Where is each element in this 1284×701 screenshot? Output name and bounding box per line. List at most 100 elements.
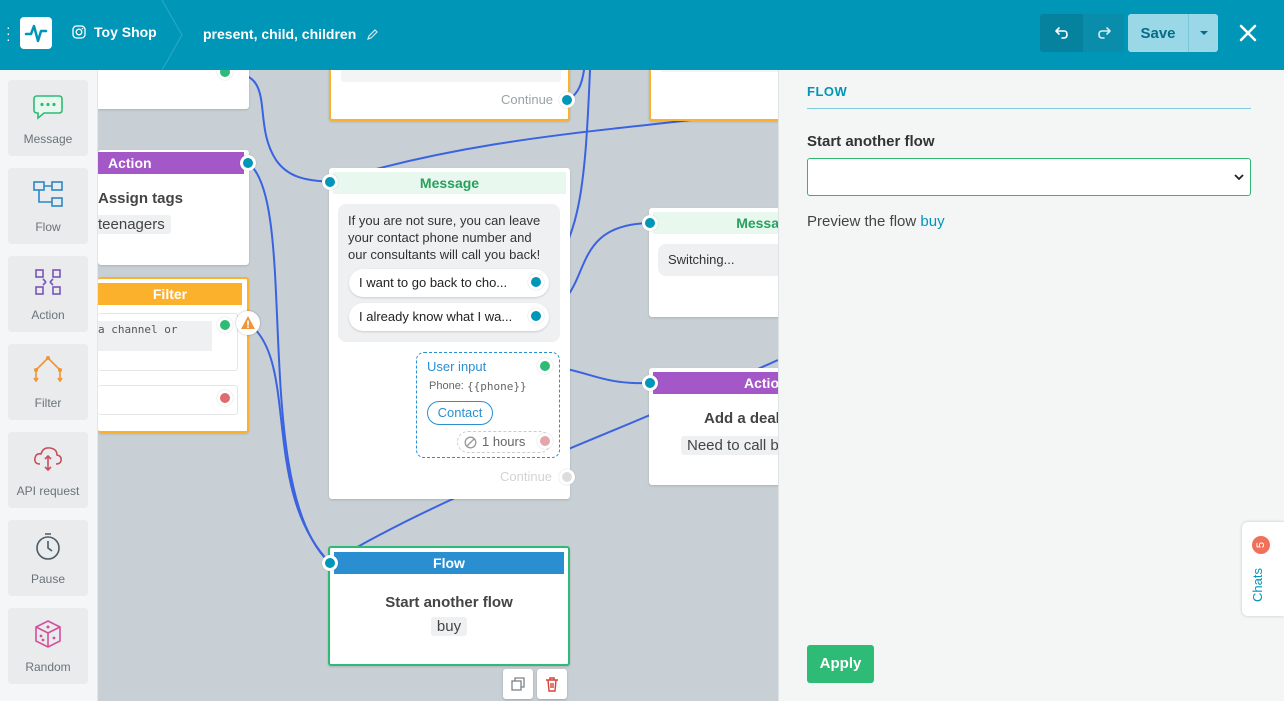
tool-flow[interactable]: Flow: [8, 168, 88, 244]
instagram-icon: [72, 25, 86, 39]
tool-label: Flow: [35, 220, 61, 234]
output-port[interactable]: [217, 70, 233, 80]
input-port[interactable]: [322, 555, 338, 571]
input-port[interactable]: [642, 215, 658, 231]
save-button[interactable]: Save: [1128, 14, 1188, 52]
tool-message[interactable]: Message: [8, 80, 88, 156]
quick-reply-button[interactable]: I already know what I wa...: [349, 303, 549, 331]
app-logo[interactable]: [20, 17, 52, 49]
caret-down-icon: [1199, 31, 1208, 35]
right-message-header: Messa: [653, 212, 778, 234]
divider: [807, 108, 1251, 109]
chats-count-badge: 5: [1252, 536, 1270, 554]
action-node-tag: teenagers: [92, 215, 171, 234]
flow-icon: [33, 181, 63, 207]
cloud-icon: [34, 447, 62, 472]
filter-false-port[interactable]: [217, 390, 233, 406]
action-icon: [35, 269, 61, 295]
filter-condition: a channel or: [98, 313, 238, 371]
tool-label: Action: [31, 308, 65, 322]
continue-label: Continue: [501, 92, 554, 107]
trash-icon: [546, 676, 558, 692]
continue-port[interactable]: [559, 469, 575, 485]
action-node[interactable]: Action Assign tags teenagers: [92, 150, 249, 265]
save-options-button[interactable]: [1188, 14, 1218, 52]
tool-label: API request: [16, 484, 80, 498]
preview-text: Preview the flow buy: [807, 213, 945, 230]
shop-name: Toy Shop: [94, 24, 157, 40]
tool-filter[interactable]: Filter: [8, 344, 88, 420]
phone-label: Phone:: [429, 380, 464, 392]
action-node-title: Assign tags: [98, 190, 184, 207]
flow-select[interactable]: [807, 158, 1251, 196]
tool-action[interactable]: Action: [8, 256, 88, 332]
user-input-port[interactable]: [537, 358, 553, 374]
filter-node-header: Filter: [98, 283, 242, 305]
breadcrumb-separator: [161, 0, 183, 70]
node-top-middle[interactable]: Continue: [329, 70, 570, 121]
flow-node-tag-wrap: buy: [330, 617, 568, 636]
flow-title[interactable]: present, child, children: [203, 26, 379, 42]
tool-label: Random: [25, 660, 71, 674]
redo-button[interactable]: [1083, 14, 1124, 52]
copy-node-button[interactable]: [503, 669, 533, 699]
filter-node[interactable]: Filter a channel or: [98, 277, 249, 433]
user-input-label: User input: [427, 359, 487, 374]
chevron-down-icon: [1234, 174, 1244, 181]
start-flow-label: Start another flow: [807, 133, 935, 150]
chats-label: Chats: [1250, 568, 1265, 602]
right-message-text: Switching...: [668, 252, 735, 267]
continue-label: Continue: [500, 469, 553, 484]
input-port[interactable]: [642, 375, 658, 391]
contact-button[interactable]: Contact: [427, 401, 493, 425]
timeout-port[interactable]: [537, 433, 553, 449]
preview-flow-link[interactable]: buy: [920, 213, 945, 230]
right-action-header: Actio: [653, 372, 778, 394]
action-output-port[interactable]: [240, 155, 256, 171]
right-action-tag: Need to call b: [681, 436, 778, 455]
flow-node-tag: buy: [430, 617, 468, 636]
action-node-header: Action: [98, 152, 244, 174]
flow-canvas[interactable]: Continue Action Assign tags teenagers Fi…: [0, 70, 778, 701]
user-input-block[interactable]: User input Phone: {{phone}} Contact 1 ho…: [416, 352, 560, 458]
continue-port[interactable]: [559, 92, 575, 108]
message-text: If you are not sure, you can leave your …: [348, 213, 541, 262]
flow-node-title: Start another flow: [385, 594, 513, 611]
message-node-header: Message: [333, 172, 566, 194]
button-port[interactable]: [528, 308, 544, 324]
tool-random[interactable]: Random: [8, 608, 88, 684]
filter-code: a channel or: [98, 321, 212, 351]
button-port[interactable]: [528, 274, 544, 290]
tool-api-request[interactable]: API request: [8, 432, 88, 508]
properties-panel: FLOW Start another flow Preview the flow…: [778, 70, 1284, 701]
undo-button[interactable]: [1040, 14, 1083, 52]
filter-icon: [33, 356, 63, 383]
top-bar: ··· Toy Shop present, child, children Sa…: [0, 0, 1284, 70]
right-message-bubble: Switching...: [658, 244, 778, 276]
input-port[interactable]: [322, 174, 338, 190]
pencil-icon[interactable]: [366, 28, 379, 41]
panel-section-title: FLOW: [807, 84, 848, 99]
action-node-right[interactable]: Actio Add a deal Need to call b: [649, 368, 778, 485]
shop-selector[interactable]: Toy Shop: [72, 24, 157, 40]
undo-icon: [1054, 27, 1068, 39]
delete-node-button[interactable]: [537, 669, 567, 699]
apply-button[interactable]: Apply: [807, 645, 874, 683]
close-button[interactable]: [1232, 14, 1264, 52]
toolbox: Message Flow Action Filter API request P…: [0, 70, 98, 701]
chats-tab[interactable]: 5 Chats: [1242, 522, 1284, 616]
quick-reply-button[interactable]: I want to go back to cho...: [349, 269, 549, 297]
warning-icon[interactable]: [236, 311, 260, 335]
dice-icon: [35, 620, 61, 648]
message-node-right[interactable]: Messa Switching...: [649, 208, 778, 317]
filter-else: [98, 385, 238, 415]
flow-node[interactable]: Flow Start another flow buy: [328, 546, 570, 666]
tool-pause[interactable]: Pause: [8, 520, 88, 596]
node-top-right[interactable]: [649, 70, 778, 121]
message-icon: [33, 95, 63, 120]
tool-label: Message: [23, 132, 73, 146]
filter-true-port[interactable]: [217, 317, 233, 333]
menu-dots-icon[interactable]: ···: [6, 19, 11, 47]
message-node[interactable]: Message If you are not sure, you can lea…: [329, 168, 570, 499]
preview-label: Preview the flow: [807, 213, 917, 230]
